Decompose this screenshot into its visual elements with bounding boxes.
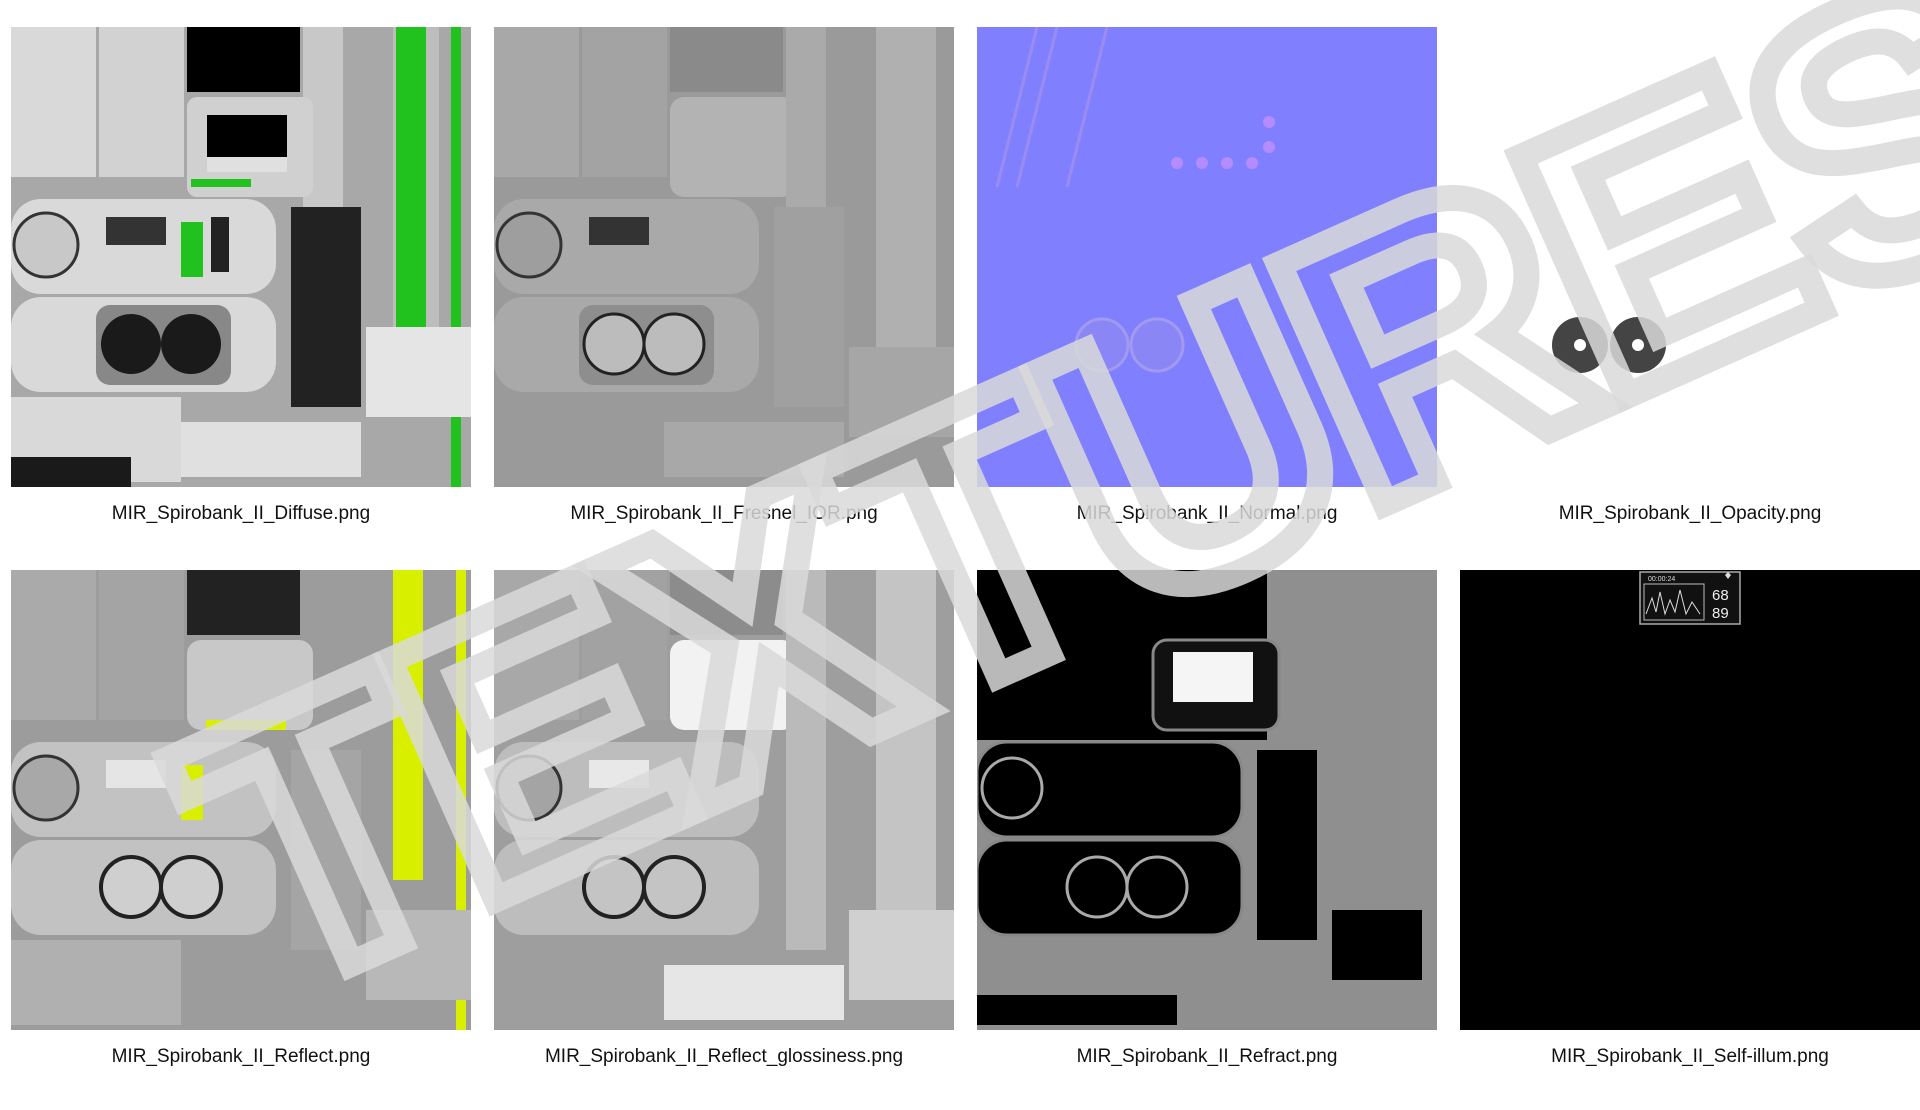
display-value-top: 68	[1712, 587, 1729, 604]
texture-tile-self-illum[interactable]: 00:00:24 68 89 MIR_Spirobank_II_Self-ill…	[1460, 570, 1920, 1110]
texture-filename: MIR_Spirobank_II_Refract.png	[1076, 1046, 1338, 1067]
display-timer: 00:00:24	[1648, 576, 1675, 583]
texture-filename: MIR_Spirobank_II_Diffuse.png	[111, 503, 371, 524]
opacity-map-thumbnail[interactable]	[1460, 27, 1920, 487]
texture-filename: MIR_Spirobank_II_Normal.png	[1076, 503, 1338, 524]
texture-tile-opacity[interactable]: MIR_Spirobank_II_Opacity.png	[1460, 27, 1920, 567]
device-display: 00:00:24 68 89	[1639, 571, 1741, 625]
texture-filename: MIR_Spirobank_II_Fresnel_IOR.png	[570, 503, 878, 524]
texture-tile-normal[interactable]: MIR_Spirobank_II_Normal.png	[977, 27, 1437, 567]
texture-tile-refract[interactable]: MIR_Spirobank_II_Refract.png	[977, 570, 1437, 1110]
refract-map-thumbnail[interactable]	[977, 570, 1437, 1030]
texture-grid: MIR_Spirobank_II_Diffuse.png	[11, 27, 1920, 1067]
texture-filename: MIR_Spirobank_II_Opacity.png	[1558, 503, 1822, 524]
fresnel-ior-map-thumbnail[interactable]	[494, 27, 954, 487]
texture-tile-reflect-glossiness[interactable]: MIR_Spirobank_II_Reflect_glossiness.png	[494, 570, 954, 1110]
self-illum-map-thumbnail[interactable]: 00:00:24 68 89	[1460, 570, 1920, 1030]
texture-filename: MIR_Spirobank_II_Reflect.png	[111, 1046, 371, 1067]
heart-icon	[1725, 572, 1731, 579]
display-value-bottom: 89	[1712, 605, 1729, 622]
texture-filename: MIR_Spirobank_II_Reflect_glossiness.png	[544, 1046, 904, 1067]
texture-tile-reflect[interactable]: MIR_Spirobank_II_Reflect.png	[11, 570, 471, 1110]
texture-tile-fresnel-ior[interactable]: MIR_Spirobank_II_Fresnel_IOR.png	[494, 27, 954, 567]
glossiness-map-thumbnail[interactable]	[494, 570, 954, 1030]
texture-filename: MIR_Spirobank_II_Self-illum.png	[1551, 1046, 1829, 1067]
diffuse-map-thumbnail[interactable]	[11, 27, 471, 487]
reflect-map-thumbnail[interactable]	[11, 570, 471, 1030]
texture-tile-diffuse[interactable]: MIR_Spirobank_II_Diffuse.png	[11, 27, 471, 567]
normal-map-thumbnail[interactable]	[977, 27, 1437, 487]
